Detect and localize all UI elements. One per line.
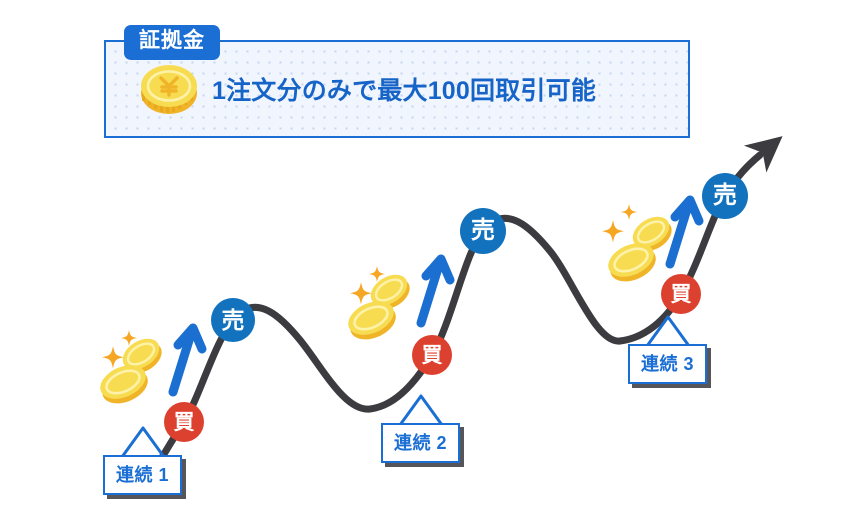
- banner-content: 1注文分のみで最大100回取引可能: [106, 42, 688, 136]
- marker-label: 買: [173, 410, 195, 434]
- callout-notch-3: [645, 315, 691, 348]
- marker-buy-1[interactable]: 買: [164, 402, 204, 442]
- banner-headline: 1注文分のみで最大100回取引可能: [212, 77, 597, 105]
- up-arrow-2: [416, 254, 455, 328]
- callout-streak-3[interactable]: 連続 3: [628, 344, 708, 384]
- marker-label: 売: [713, 182, 737, 209]
- coin-cluster-3: [602, 204, 672, 282]
- up-arrow-3: [665, 195, 704, 269]
- marker-sell-1[interactable]: 売: [211, 298, 255, 342]
- callout-label: 連続 1: [116, 465, 170, 485]
- marker-label: 売: [471, 217, 495, 244]
- callout-label: 連続 3: [641, 354, 695, 374]
- callout-notch-2: [398, 394, 444, 427]
- up-arrow-1: [168, 323, 207, 397]
- marker-sell-2[interactable]: 売: [460, 208, 506, 254]
- callout-streak-1[interactable]: 連続 1: [103, 455, 183, 495]
- marker-label: 買: [421, 343, 443, 367]
- coin-icon: [632, 216, 672, 252]
- callout-notch-1: [120, 426, 166, 459]
- callout-box: 連続 1: [103, 455, 183, 495]
- sparkle-icon: [350, 266, 385, 305]
- marker-label: 売: [221, 306, 245, 333]
- sparkle-icon: [602, 204, 637, 243]
- banner-badge: 証拠金: [124, 25, 220, 61]
- callout-streak-2[interactable]: 連続 2: [381, 423, 461, 463]
- coin-cluster-2: [348, 266, 410, 340]
- marker-label: 買: [670, 282, 692, 306]
- coin-icon: [348, 301, 396, 340]
- callout-label: 連続 2: [394, 433, 448, 453]
- yen-coin-icon: [141, 65, 197, 114]
- marker-buy-2[interactable]: 買: [412, 335, 452, 375]
- sparkle-icon: [102, 330, 137, 369]
- callout-box: 連続 2: [381, 423, 461, 463]
- coin-icon: [122, 338, 162, 374]
- callout-box: 連続 3: [628, 344, 708, 384]
- coin-cluster-1: [100, 330, 162, 404]
- marker-sell-3[interactable]: 売: [702, 173, 748, 219]
- marker-buy-3[interactable]: 買: [661, 274, 701, 314]
- coin-icon: [100, 365, 148, 404]
- coin-icon: [608, 243, 656, 282]
